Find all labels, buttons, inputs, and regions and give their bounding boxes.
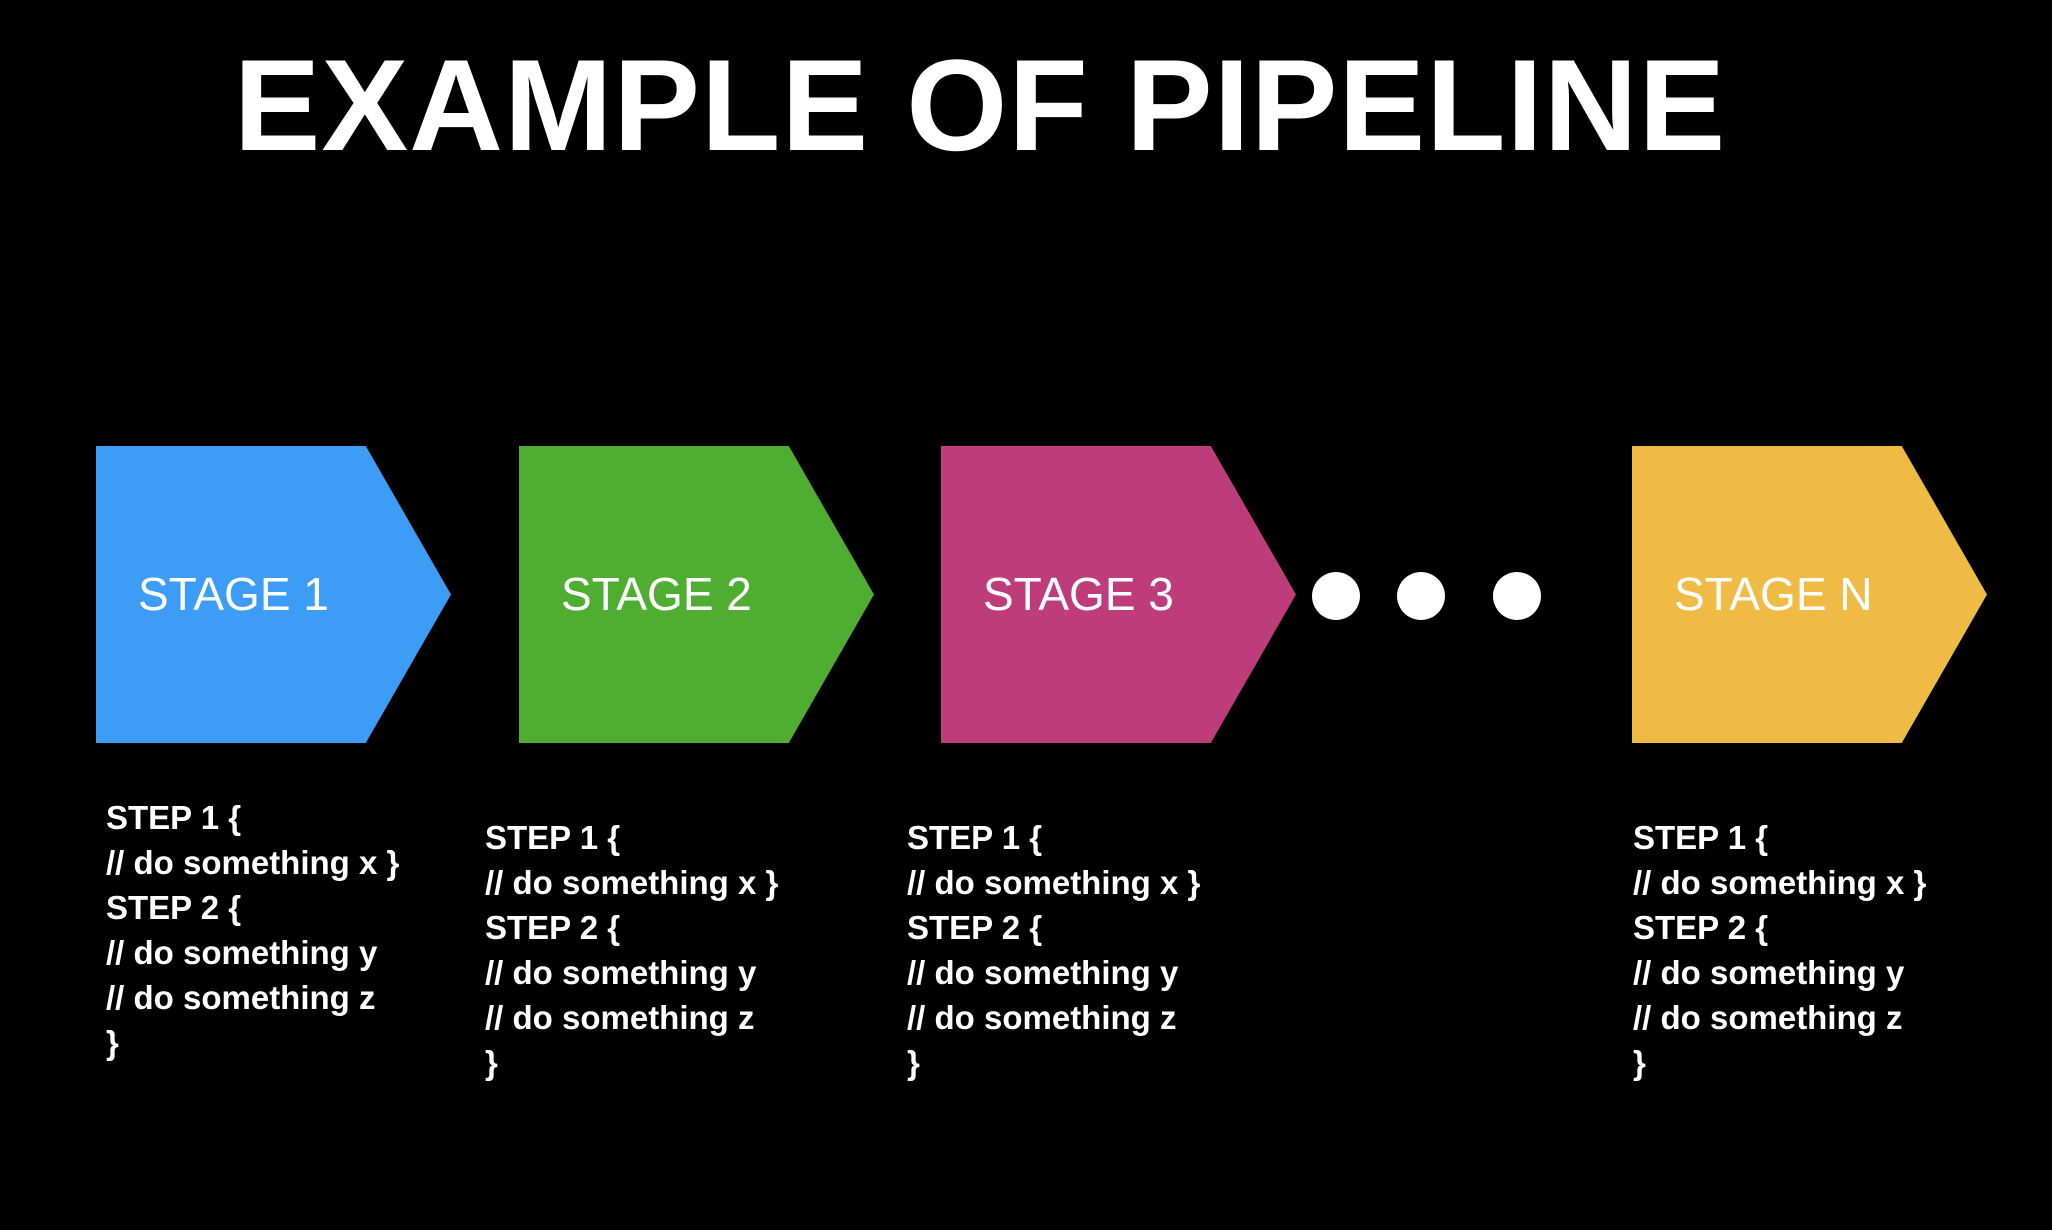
stage-n-steps: STEP 1 { // do something x } STEP 2 { //… <box>1633 815 1926 1085</box>
step-line: // do something x } <box>1633 864 1927 901</box>
stage-n-chevron: STAGE N <box>1632 446 1987 743</box>
ellipsis-dot-3 <box>1493 572 1541 620</box>
step-line: } <box>106 1024 119 1061</box>
step-line: // do something y <box>485 954 757 991</box>
step-line: // do something y <box>907 954 1179 991</box>
step-line: STEP 1 { <box>485 819 621 856</box>
step-line: STEP 1 { <box>106 799 242 836</box>
stage-n-label: STAGE N <box>1674 568 1873 620</box>
step-line: } <box>907 1044 920 1081</box>
stage-3-label: STAGE 3 <box>983 568 1174 620</box>
step-line: STEP 2 { <box>485 909 621 946</box>
stage-2-steps: STEP 1 { // do something x } STEP 2 { //… <box>485 815 778 1085</box>
stage-3-steps: STEP 1 { // do something x } STEP 2 { //… <box>907 815 1200 1085</box>
stage-3-chevron: STAGE 3 <box>941 446 1296 743</box>
step-line: // do something x } <box>907 864 1201 901</box>
step-line: STEP 1 { <box>907 819 1043 856</box>
step-line: // do something y <box>106 934 378 971</box>
step-line: // do something z <box>1633 999 1903 1036</box>
step-line: // do something z <box>485 999 755 1036</box>
step-line: } <box>1633 1044 1646 1081</box>
ellipsis-dot-2 <box>1397 572 1445 620</box>
step-line: STEP 1 { <box>1633 819 1769 856</box>
step-line: // do something y <box>1633 954 1905 991</box>
page-title: EXAMPLE OF PIPELINE <box>233 32 1727 178</box>
stage-2-label: STAGE 2 <box>561 568 752 620</box>
ellipsis-dot-1 <box>1312 572 1360 620</box>
step-line: STEP 2 { <box>1633 909 1769 946</box>
step-line: // do something z <box>907 999 1177 1036</box>
step-line: STEP 2 { <box>106 889 242 926</box>
step-line: } <box>485 1044 498 1081</box>
step-line: // do something x } <box>485 864 779 901</box>
stage-1-steps: STEP 1 { // do something x } STEP 2 { //… <box>106 795 399 1065</box>
step-line: // do something x } <box>106 844 400 881</box>
step-line: STEP 2 { <box>907 909 1043 946</box>
step-line: // do something z <box>106 979 376 1016</box>
stage-1-chevron: STAGE 1 <box>96 446 451 743</box>
stage-2-chevron: STAGE 2 <box>519 446 874 743</box>
stage-1-label: STAGE 1 <box>138 568 329 620</box>
